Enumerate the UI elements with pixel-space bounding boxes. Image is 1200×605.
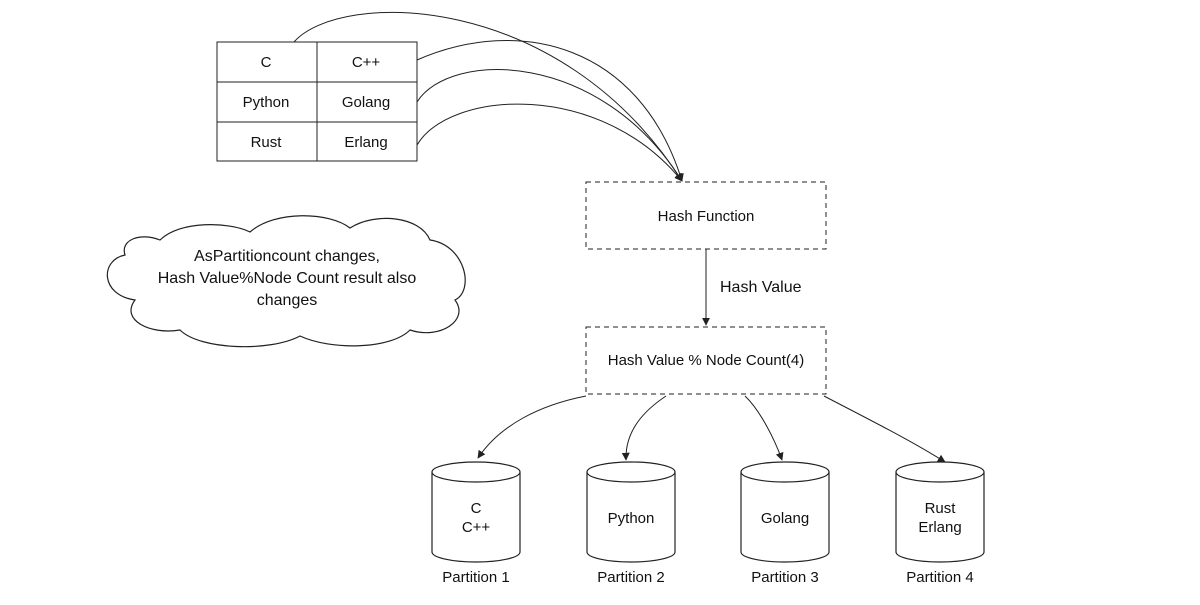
cloud-line-1: AsPartitioncount changes, (194, 248, 380, 265)
table-cell-r0-c0 (216, 41, 318, 83)
partition-4-item-1: Rust (925, 500, 957, 517)
table-cell-r2-c1 (316, 121, 418, 162)
partition-3-item-1: Golang (761, 510, 809, 527)
partition-3: Golang Partition 3 (740, 461, 830, 586)
partition-4-item-2: Erlang (918, 519, 961, 536)
partition-4-label: Partition 4 (906, 569, 974, 586)
table-to-hash-arrows (293, 11, 684, 182)
arrow-c-to-hash (293, 11, 683, 182)
cloud-line-3: changes (257, 292, 318, 309)
hash-value-label: Hash Value (720, 279, 802, 296)
partition-2-body (586, 472, 676, 563)
modulo-rect (585, 326, 827, 395)
partition-1-item-1: C (471, 500, 482, 517)
arrow-to-partition-2 (621, 395, 667, 461)
arrow-erlang-to-hash (416, 103, 683, 182)
partition-2-top (586, 461, 676, 483)
partition-3-label: Partition 3 (751, 569, 819, 586)
table-text-golang: Golang (342, 94, 390, 111)
partition-2-item-1: Python (608, 510, 655, 527)
partition-4: Rust Erlang Partition 4 (895, 461, 985, 586)
modulo-box: Hash Value % Node Count(4) (585, 326, 827, 395)
partition-1-item-2: C++ (462, 519, 491, 536)
modulo-to-partition-arrows (477, 395, 946, 463)
table-text-rust: Rust (251, 134, 283, 151)
arrow-to-partition-1 (477, 395, 587, 459)
cloud-shape (106, 215, 466, 348)
hash-value-edge: Hash Value (702, 249, 802, 326)
partition-1: C C++ Partition 1 (431, 461, 521, 586)
hash-function-label: Hash Function (658, 208, 755, 225)
table-text-erlang: Erlang (344, 134, 387, 151)
partition-3-top (740, 461, 830, 483)
table-cell-r2-c0 (216, 121, 318, 162)
partition-2: Python Partition 2 (586, 461, 676, 586)
partition-1-top (431, 461, 521, 483)
partition-1-body (431, 472, 521, 563)
arrow-cpp-to-hash (416, 40, 684, 182)
table-text-c: C (261, 54, 272, 71)
hash-function-box: Hash Function (585, 181, 827, 250)
table-text-python: Python (243, 94, 290, 111)
arrow-to-partition-3 (744, 395, 784, 461)
arrow-to-partition-4 (823, 395, 946, 463)
modulo-label: Hash Value % Node Count(4) (608, 352, 805, 369)
table-text-cpp: C++ (352, 54, 381, 71)
partition-2-label: Partition 2 (597, 569, 665, 586)
partition-1-label: Partition 1 (442, 569, 510, 586)
table-cell-r0-c1 (316, 41, 418, 83)
cloud-line-2: Hash Value%Node Count result also (158, 270, 417, 287)
language-table: C C++ Python Golang Rust Erlang (216, 41, 418, 162)
arrow-golang-to-hash (416, 69, 683, 182)
partition-4-top (895, 461, 985, 483)
partition-3-body (740, 472, 830, 563)
table-cell-r1-c0 (216, 81, 318, 123)
hash-function-rect (585, 181, 827, 250)
partition-4-body (895, 472, 985, 563)
cloud-note: AsPartitioncount changes, Hash Value%Nod… (106, 215, 466, 348)
